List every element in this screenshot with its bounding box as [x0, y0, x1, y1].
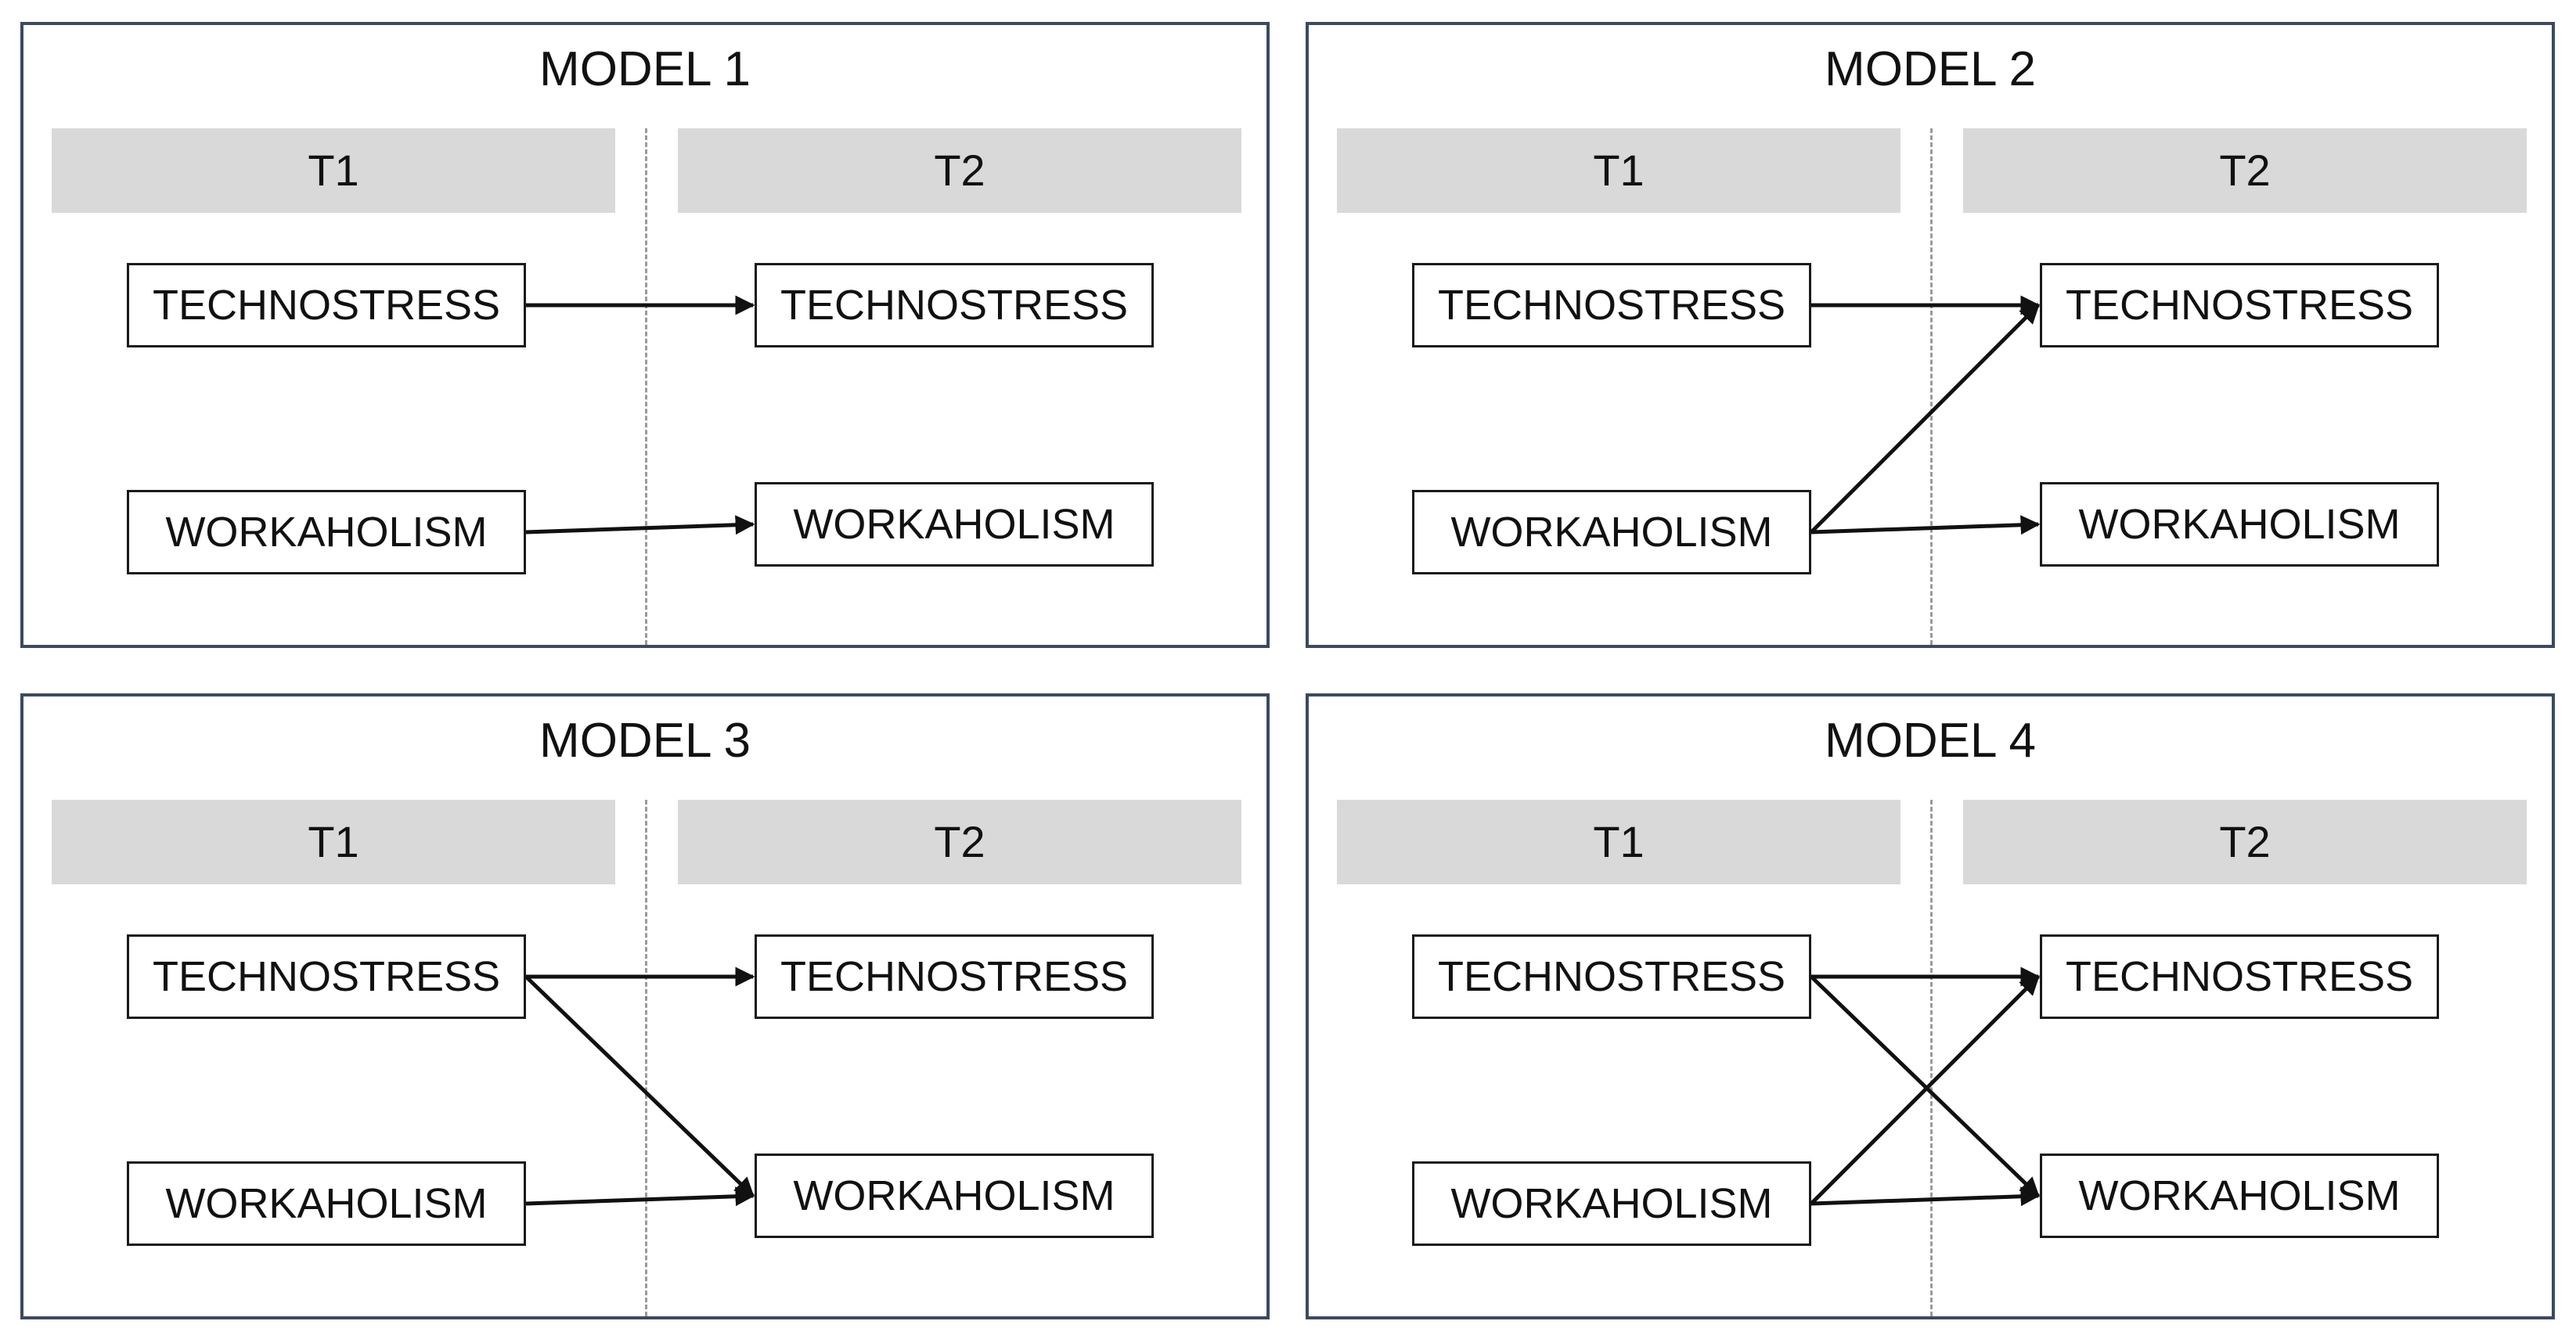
path-arrow-t1-technostress-to-t2-workaholism — [1810, 975, 2040, 1197]
model-2-t2-technostress-box: TECHNOSTRESS — [2040, 263, 2439, 347]
path-arrow-t1-workaholism-to-t2-technostress — [1810, 975, 2040, 1205]
model-2-time-divider — [1930, 128, 1933, 645]
model-1-t2-workaholism-box: WORKAHOLISM — [755, 482, 1154, 567]
model-3-path-arrows — [524, 966, 755, 1207]
model-4-t1-technostress-box: TECHNOSTRESS — [1412, 934, 1811, 1019]
model-1-t1-technostress-box: TECHNOSTRESS — [127, 263, 526, 347]
model-1-t2-technostress-box: TECHNOSTRESS — [755, 263, 1154, 347]
path-arrow-t1-workaholism-to-t2-workaholism — [525, 515, 755, 535]
model-3-t2-technostress-box: TECHNOSTRESS — [755, 934, 1154, 1019]
model-2-t1-technostress-box: TECHNOSTRESS — [1412, 263, 1811, 347]
model-2-panel: MODEL 2 T1 T2 TECHNOSTRESS WORKAHOLISM T… — [1306, 22, 2555, 648]
model-2-t2-workaholism-box: WORKAHOLISM — [2040, 482, 2439, 567]
model-3-t1-workaholism-box: WORKAHOLISM — [127, 1161, 526, 1246]
model-4-time-divider — [1930, 800, 1933, 1316]
model-4-time-t1: T1 — [1337, 800, 1900, 884]
model-3-time-t2: T2 — [678, 800, 1241, 884]
model-1-t1-workaholism-box: WORKAHOLISM — [127, 490, 526, 574]
path-arrow-t1-technostress-to-t2-workaholism — [524, 975, 755, 1197]
model-3-title: MODEL 3 — [539, 714, 751, 768]
model-4-panel: MODEL 4 T1 T2 TECHNOSTRESS WORKAHOLISM T… — [1306, 693, 2555, 1319]
model-3-t2-workaholism-box: WORKAHOLISM — [755, 1154, 1154, 1238]
path-arrow-t1-workaholism-to-t2-technostress — [1810, 304, 2040, 534]
model-3-t1-technostress-box: TECHNOSTRESS — [127, 934, 526, 1019]
path-arrow-t1-workaholism-to-t2-workaholism — [1810, 515, 2041, 535]
model-4-t1-workaholism-box: WORKAHOLISM — [1412, 1161, 1811, 1246]
model-3-panel: MODEL 3 T1 T2 TECHNOSTRESS WORKAHOLISM T… — [20, 693, 1270, 1319]
model-2-time-t2: T2 — [1963, 128, 2527, 213]
model-2-time-t1: T1 — [1337, 128, 1900, 213]
model-2-path-arrows — [1810, 295, 2041, 535]
path-arrow-t1-workaholism-to-t2-workaholism — [525, 1186, 755, 1207]
model-3-time-divider — [645, 800, 647, 1316]
model-1-panel: MODEL 1 T1 T2 TECHNOSTRESS WORKAHOLISM T… — [20, 22, 1270, 648]
model-1-time-t1: T1 — [52, 128, 615, 213]
model-1-time-t2: T2 — [678, 128, 1241, 213]
model-4-t2-workaholism-box: WORKAHOLISM — [2040, 1154, 2439, 1238]
model-3-time-t1: T1 — [52, 800, 615, 884]
model-4-t2-technostress-box: TECHNOSTRESS — [2040, 934, 2439, 1019]
model-1-title: MODEL 1 — [539, 42, 751, 96]
model-4-time-t2: T2 — [1963, 800, 2527, 884]
model-1-time-divider — [645, 128, 647, 645]
path-arrow-t1-workaholism-to-t2-workaholism — [1810, 1186, 2041, 1207]
model-1-path-arrows — [525, 295, 755, 535]
model-4-path-arrows — [1810, 966, 2041, 1207]
model-2-t1-workaholism-box: WORKAHOLISM — [1412, 490, 1811, 574]
model-2-title: MODEL 2 — [1825, 42, 2036, 96]
model-4-title: MODEL 4 — [1825, 714, 2036, 768]
